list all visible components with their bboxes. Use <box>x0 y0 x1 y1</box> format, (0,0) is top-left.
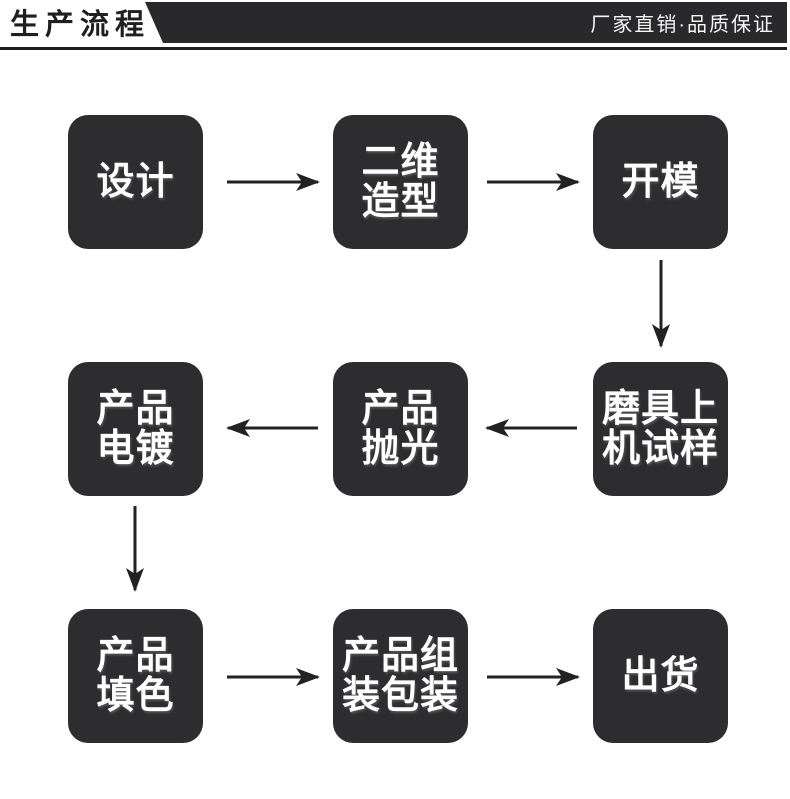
flow-node-label-line: 磨具上 <box>601 387 719 430</box>
flow-node-label-line: 产品 <box>361 387 440 430</box>
flow-node-label-line: 造型 <box>361 181 440 223</box>
flow-node-design: 设计 <box>68 115 203 249</box>
flow-node-label-line: 抛光 <box>361 428 440 470</box>
flow-node-label-line: 开模 <box>621 160 700 203</box>
page-title: 生产流程 <box>10 9 151 41</box>
flow-node-label-line: 产品组 <box>341 634 459 677</box>
flow-node-shipment: 出货 <box>593 609 728 743</box>
flow-node-label-line: 设计 <box>96 160 175 203</box>
flow-node-label-line: 装包装 <box>341 675 459 717</box>
flow-node-mold-machine-sampling: 磨具上 机试样 <box>593 362 728 496</box>
header: 生产流程 厂家直销·品质保证 <box>0 0 790 52</box>
flow-node-2d-modeling: 二维 造型 <box>333 115 468 249</box>
flow-node-product-electroplating: 产品 电镀 <box>68 362 203 496</box>
header-band: 厂家直销·品质保证 <box>145 2 787 43</box>
header-tagline: 厂家直销·品质保证 <box>590 14 775 36</box>
flow-node-label-line: 填色 <box>96 675 175 717</box>
flow-node-product-assembly-packaging: 产品组 装包装 <box>333 609 468 743</box>
flow-node-label-line: 产品 <box>96 634 175 677</box>
flow-node-mold-opening: 开模 <box>593 115 728 249</box>
flow-node-label-line: 电镀 <box>96 428 175 470</box>
header-divider <box>0 47 787 50</box>
flow-node-product-polishing: 产品 抛光 <box>333 362 468 496</box>
flow-node-label-line: 出货 <box>621 654 700 697</box>
flow-node-product-coloring: 产品 填色 <box>68 609 203 743</box>
flow-node-label-line: 产品 <box>96 387 175 430</box>
flow-node-label-line: 机试样 <box>601 428 719 470</box>
flow-node-label-line: 二维 <box>361 140 440 183</box>
